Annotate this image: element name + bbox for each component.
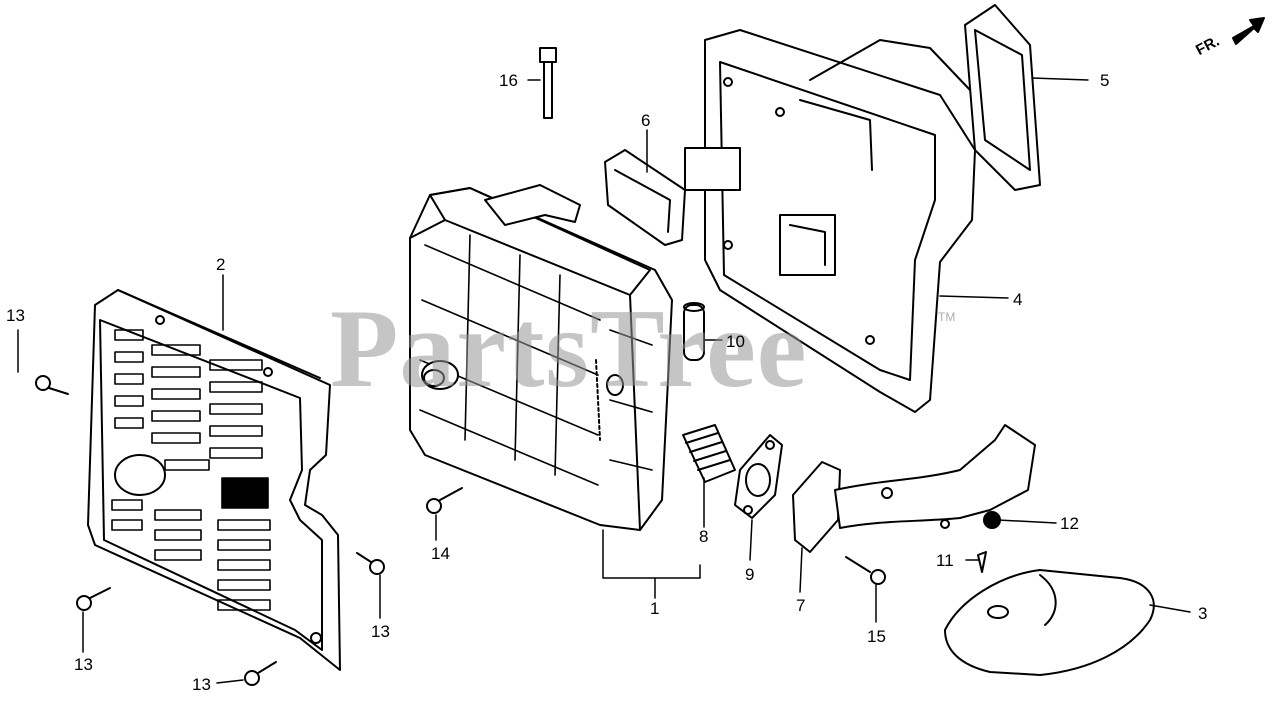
muffler-body-part [409, 184, 673, 531]
callout-12: 12 [1060, 514, 1079, 533]
callout-1: 1 [650, 599, 660, 618]
gasket-part-6 [604, 149, 686, 246]
exhaust-pipe-part-7 [792, 424, 1036, 553]
callout-13-center: 13 [371, 622, 390, 641]
callout-9: 9 [745, 565, 755, 584]
exhaust-deflector-part [944, 569, 1155, 676]
bolt-part-13c [356, 552, 385, 575]
callout-3: 3 [1198, 604, 1208, 623]
muffler-cover-part [684, 29, 976, 413]
pipe-part-10 [683, 302, 705, 361]
callout-6: 6 [641, 111, 651, 130]
watermark: PartsTree [330, 287, 808, 411]
callout-8: 8 [699, 527, 709, 546]
callout-15: 15 [867, 627, 886, 646]
bolt-part-13b [76, 587, 111, 611]
callout-4: 4 [1013, 290, 1023, 309]
front-direction-arrow-icon [1232, 17, 1265, 45]
watermark-trademark: TM [938, 310, 956, 324]
callout-14: 14 [431, 544, 450, 563]
bolt-part-15 [845, 556, 886, 585]
leader-lines [17, 77, 1191, 684]
callout-13-bottom-left: 13 [74, 655, 93, 674]
callout-11: 11 [936, 551, 954, 570]
muffler-protector-part [87, 289, 341, 671]
bolt-part-14 [426, 487, 463, 514]
gasket-part-9 [734, 434, 783, 519]
bolt-part-13d [244, 661, 277, 686]
gasket-part-5 [964, 4, 1041, 191]
callout-5: 5 [1100, 71, 1110, 90]
callout-13-top-left: 13 [6, 306, 25, 325]
callout-10: 10 [726, 332, 745, 351]
bolt-part-13a [35, 375, 69, 395]
callout-2: 2 [216, 255, 226, 274]
callout-13-bottom: 13 [192, 675, 211, 694]
callout-16: 16 [499, 71, 518, 90]
bolt-part-11 [977, 551, 987, 573]
callout-7: 7 [796, 596, 806, 615]
spark-screen-part-8 [682, 424, 736, 483]
bolt-part-16 [539, 47, 557, 119]
